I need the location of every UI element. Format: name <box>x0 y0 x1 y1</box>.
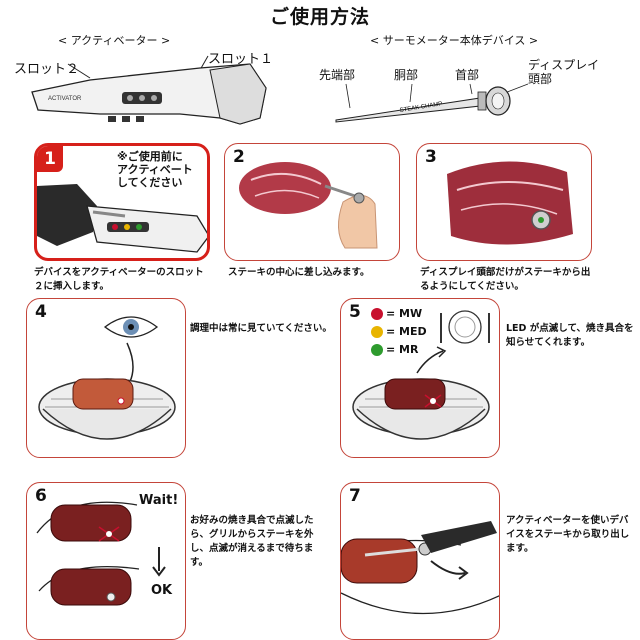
step-6-number: 6 <box>35 486 47 506</box>
page-title: ご使用方法 <box>269 6 370 28</box>
slot2-label: スロット２ <box>14 62 80 77</box>
yellow-led-icon <box>371 325 383 338</box>
step-5-caption: LED が点滅して、焼き具合を 知らせてくれます。 <box>506 323 634 348</box>
red-led-icon <box>371 307 383 320</box>
step-4-number: 4 <box>35 302 47 322</box>
body-label: 胴部 <box>394 68 419 82</box>
step-1-panel: 1 ※ご使用前に アクティベート してください <box>34 143 210 261</box>
thermometer-probe: STEAK CHAMP <box>335 83 529 123</box>
display-head-label: ディスプレイ 頭部 <box>528 58 600 86</box>
step-1-caption: デバイスをアクティベーターのスロット ２に挿入します。 <box>34 267 204 292</box>
step-6-caption: お好みの焼き具合で点滅した ら、グリルからステーキを外 し、点滅が消えるまで待ち… <box>190 515 314 568</box>
activator-heading: < アクティベーター > <box>58 34 171 47</box>
step-2-panel: 2 <box>224 143 400 261</box>
step-1-number: 1 <box>37 146 63 172</box>
activate-notice: ※ご使用前に アクティベート してください <box>117 150 193 189</box>
steak-insert-illustration <box>239 162 378 249</box>
step-7-panel: 7 <box>340 482 500 640</box>
step-5-number: 5 <box>349 302 361 322</box>
step-5-panel: 5 = MW = MED = MR <box>340 298 500 458</box>
activator-illustration: ACTIVATOR <box>31 55 267 125</box>
wait-label: Wait! <box>139 493 179 508</box>
step-3-number: 3 <box>425 147 437 167</box>
green-led-icon <box>371 343 383 356</box>
step-7-number: 7 <box>349 486 361 506</box>
steak-rest-illustration <box>36 501 166 606</box>
grill-watch-illustration <box>38 316 176 440</box>
step-7-caption: アクティベーターを使いデバ イスをステーキから取り出し ます。 <box>506 515 630 554</box>
led-mw: = MW <box>371 307 422 320</box>
activator-text: ACTIVATOR <box>48 96 82 102</box>
step-2-number: 2 <box>233 147 245 167</box>
step-4-caption: 調理中は常に見ていてください。 <box>190 323 332 334</box>
step-3-panel: 3 <box>416 143 592 261</box>
steak-probe-illustration <box>447 161 573 245</box>
ok-label: OK <box>151 583 173 598</box>
led-med: = MED <box>371 325 427 338</box>
step-3-caption: ディスプレイ頭部だけがステーキから出 るようにしてください。 <box>420 267 591 292</box>
step-2-caption: ステーキの中心に差し込みます。 <box>228 267 370 278</box>
probe-removal-illustration <box>341 521 499 615</box>
slot1-label: スロット１ <box>208 52 274 67</box>
neck-label: 首部 <box>455 68 480 82</box>
tip-label: 先端部 <box>319 68 356 82</box>
grill-plate-illustration <box>352 310 490 440</box>
activator-insert-illustration <box>37 184 207 253</box>
device-heading: < サーモメーター本体デバイス > <box>370 34 539 47</box>
led-mr: = MR <box>371 343 418 356</box>
step-6-panel: 6 Wait! OK <box>26 482 186 640</box>
step-4-panel: 4 <box>26 298 186 458</box>
